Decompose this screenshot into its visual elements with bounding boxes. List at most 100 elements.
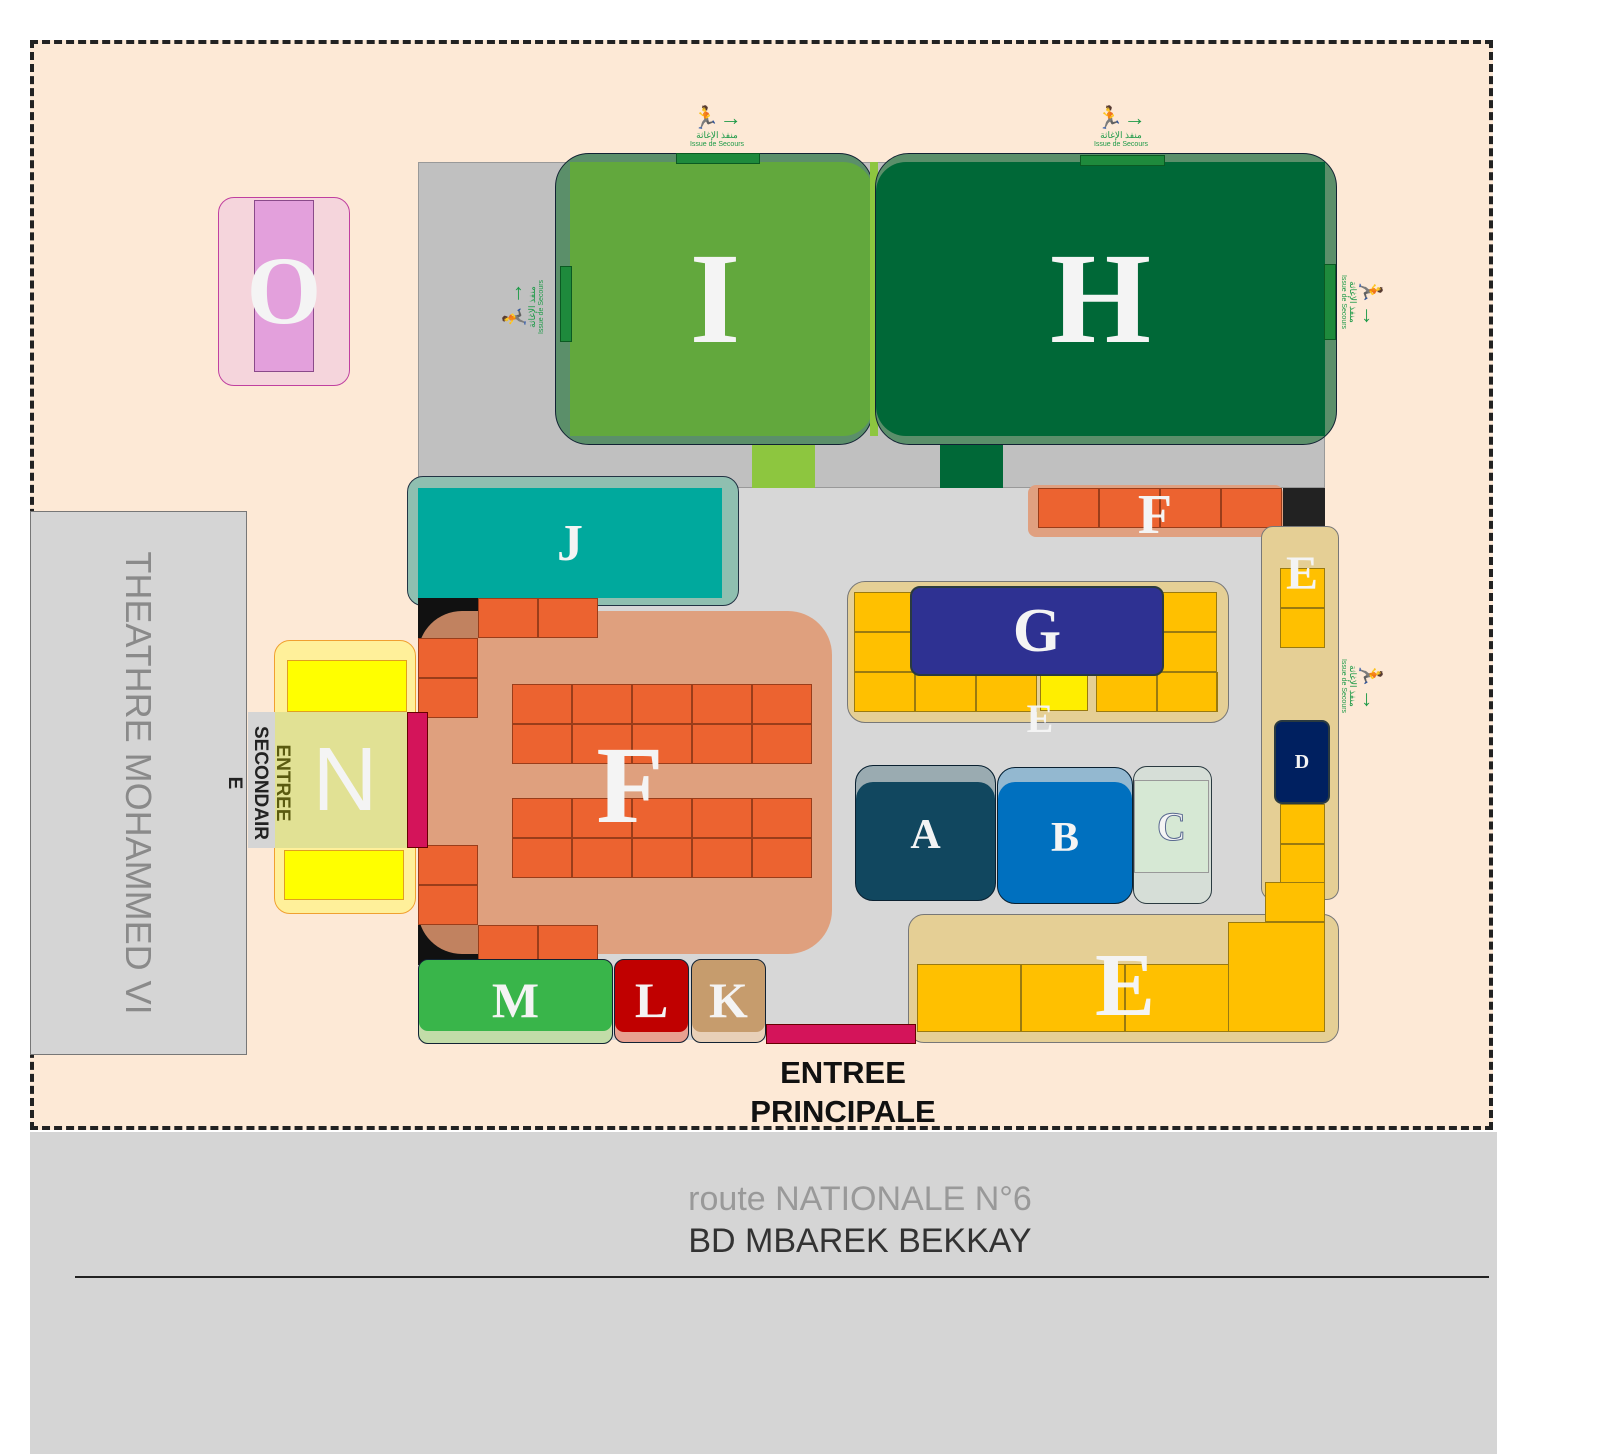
- zone-e-right-label: E: [1285, 546, 1318, 600]
- main-entrance-label-1: ENTREE: [780, 1055, 906, 1090]
- zone-a-label: A: [910, 812, 941, 858]
- zone-a[interactable]: [855, 765, 996, 901]
- stand-cell[interactable]: [1280, 844, 1325, 884]
- zone-h-label: H: [1049, 227, 1152, 371]
- secondary-entrance-label-3: E: [224, 776, 245, 790]
- zone-f-main[interactable]: [418, 611, 832, 954]
- stand-cell[interactable]: [692, 684, 752, 724]
- running-man-exit-icon: 🏃→: [1358, 661, 1383, 711]
- zone-c-label: C: [1157, 804, 1187, 850]
- zone-i-hall: [570, 162, 873, 436]
- stand-cell[interactable]: [1038, 488, 1099, 528]
- zone-m-label: M: [491, 971, 540, 1028]
- stand-cell[interactable]: [512, 724, 572, 764]
- stand-cell[interactable]: [538, 598, 598, 638]
- road-name-1: route NATIONALE N°6: [688, 1180, 1032, 1218]
- zone-g-label: G: [1012, 596, 1062, 665]
- stand-cell[interactable]: [1021, 964, 1125, 1032]
- zone-f-top-label: F: [1137, 484, 1173, 546]
- running-man-exit-icon: 🏃→: [1358, 277, 1383, 327]
- stand-cell[interactable]: [1157, 672, 1217, 712]
- emergency-door: [676, 153, 760, 164]
- zone-o-stand: [254, 200, 314, 372]
- stand-cell[interactable]: [572, 838, 632, 878]
- stand-cell[interactable]: [1265, 882, 1325, 922]
- stand-cell[interactable]: [1228, 922, 1325, 1032]
- running-man-exit-icon: 🏃→: [692, 105, 742, 130]
- zone-o-label: O: [246, 236, 322, 344]
- secondary-entrance-path: [248, 712, 275, 848]
- zone-d[interactable]: [1274, 720, 1330, 804]
- stand-cell[interactable]: [632, 724, 692, 764]
- stand-cell[interactable]: [692, 798, 752, 838]
- stand-cell[interactable]: [976, 672, 1037, 712]
- stand-cell[interactable]: [1157, 592, 1217, 632]
- stand-cell[interactable]: [1280, 804, 1325, 844]
- stand-cell[interactable]: [512, 798, 572, 838]
- emergency-door: [1324, 264, 1336, 340]
- running-man-exit-icon: 🏃→: [1096, 105, 1146, 130]
- stand-cell[interactable]: [692, 838, 752, 878]
- zone-g[interactable]: [910, 586, 1164, 676]
- stand-cell[interactable]: [478, 925, 538, 965]
- zone-c-stand: [1134, 780, 1209, 873]
- zone-l[interactable]: [614, 959, 689, 1043]
- road: [30, 1132, 1497, 1454]
- stand-cell[interactable]: [538, 925, 598, 965]
- stand-cell[interactable]: [572, 684, 632, 724]
- black-block: [1283, 488, 1325, 528]
- zone-n-stand: [287, 660, 407, 712]
- stand-cell[interactable]: [854, 672, 915, 712]
- road-line: [75, 1276, 1489, 1278]
- stand-cell[interactable]: [1125, 964, 1229, 1032]
- stand-cell[interactable]: [572, 724, 632, 764]
- exit-sign: 🏃→ منفذ الإغاثة Issue de Secours: [1086, 106, 1156, 150]
- stand-cell[interactable]: [478, 598, 538, 638]
- zone-f-main-label: F: [596, 723, 664, 846]
- stand-cell[interactable]: [418, 845, 478, 885]
- secondary-entrance-label-1: ENTREE: [272, 744, 293, 822]
- exit-sign: 🏃→ منفذ الإغاثة Issue de Secours: [502, 272, 547, 342]
- stand-cell[interactable]: [1157, 632, 1217, 672]
- emergency-door: [1080, 155, 1165, 166]
- stand-cell[interactable]: [1280, 608, 1325, 648]
- stand-cell[interactable]: [418, 638, 478, 678]
- stand-cell[interactable]: [1280, 568, 1325, 608]
- stand-cell[interactable]: [752, 724, 812, 764]
- zone-k-label: K: [709, 971, 748, 1028]
- stand-cell[interactable]: [854, 592, 915, 632]
- zone-b[interactable]: [997, 767, 1133, 904]
- stand-cell[interactable]: [572, 798, 632, 838]
- zone-e-g-label: E: [1026, 695, 1054, 741]
- stand-cell[interactable]: [1221, 488, 1282, 528]
- stand-cell[interactable]: [512, 684, 572, 724]
- zone-j-hall: [418, 488, 722, 598]
- stand-cell[interactable]: [1160, 488, 1221, 528]
- stand-cell[interactable]: [692, 724, 752, 764]
- stand-cell[interactable]: [1096, 672, 1157, 712]
- main-entrance-label-2: PRINCIPALE: [750, 1094, 936, 1129]
- stand-cell[interactable]: [752, 838, 812, 878]
- stand-cell[interactable]: [632, 798, 692, 838]
- zone-e-bottom-label: E: [1094, 935, 1156, 1035]
- stand-cell[interactable]: [752, 684, 812, 724]
- zone-b-label: B: [1050, 814, 1079, 861]
- stand-cell[interactable]: [1099, 488, 1160, 528]
- zone-k[interactable]: [691, 959, 766, 1043]
- stand-cell[interactable]: [917, 964, 1021, 1032]
- zone-l-label: L: [634, 971, 669, 1028]
- zone-d-label: D: [1294, 750, 1310, 773]
- stand-cell[interactable]: [632, 684, 692, 724]
- stand-cell[interactable]: [752, 798, 812, 838]
- stand-cell[interactable]: [915, 672, 976, 712]
- emergency-door: [560, 266, 572, 342]
- running-man-exit-icon: 🏃→: [502, 282, 527, 332]
- zone-m[interactable]: [418, 959, 613, 1044]
- zone-i-h-strip: [870, 162, 878, 436]
- stand-cell[interactable]: [854, 632, 915, 672]
- stand-cell[interactable]: [512, 838, 572, 878]
- main-entrance-door: [766, 1024, 916, 1044]
- stand-cell[interactable]: [632, 838, 692, 878]
- stand-cell[interactable]: [418, 678, 478, 718]
- stand-cell[interactable]: [418, 885, 478, 925]
